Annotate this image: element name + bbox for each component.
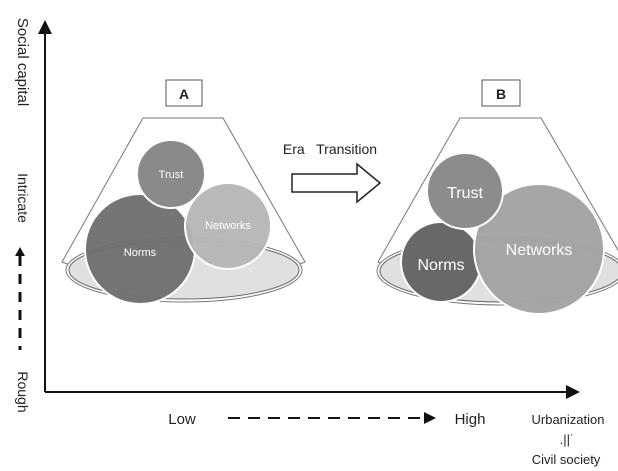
panel-a-trust-label: Trust [159,169,184,181]
panel-b-networks-label: Networks [506,242,573,259]
x-axis-high-label: High [455,411,486,428]
panel-a-trust-circle [136,139,206,209]
panel-b-norms-label: Norms [417,257,464,274]
panel-a-networks-label: Networks [205,220,251,232]
transition-label: Era Transition [283,141,377,157]
panel-a: A Trust Norms Networks [61,79,306,305]
panel-b-trust-label: Trust [447,185,483,202]
y-dashed-arrowhead [15,247,25,256]
panel-a-label: A [179,86,189,102]
civil-society-label: Civil society [532,452,601,467]
y-axis-title: Social capital [14,18,31,106]
transition-arrow [291,162,382,204]
x-axis-arrowhead [566,385,580,399]
equivalence-symbol: .||˙ [560,432,575,447]
panel-b-label-box [481,79,521,107]
x-axis-low-label: Low [168,411,196,428]
y-axis-bottom-label: Rough [15,371,31,412]
panel-b-label: B [496,86,506,102]
panel-b-networks-circle [473,183,605,315]
panel-b-trust-circle [426,152,504,230]
y-axis-top-label: Intricate [15,173,31,223]
panel-b: B Trust Norms Networks [376,79,618,315]
urbanization-label: Urbanization [532,412,605,427]
panel-a-norms-label: Norms [124,247,157,259]
panel-a-networks-circle [184,182,272,270]
x-dashed-arrowhead [424,412,436,424]
panel-a-label-box [165,79,203,107]
y-axis-arrowhead [38,20,52,34]
